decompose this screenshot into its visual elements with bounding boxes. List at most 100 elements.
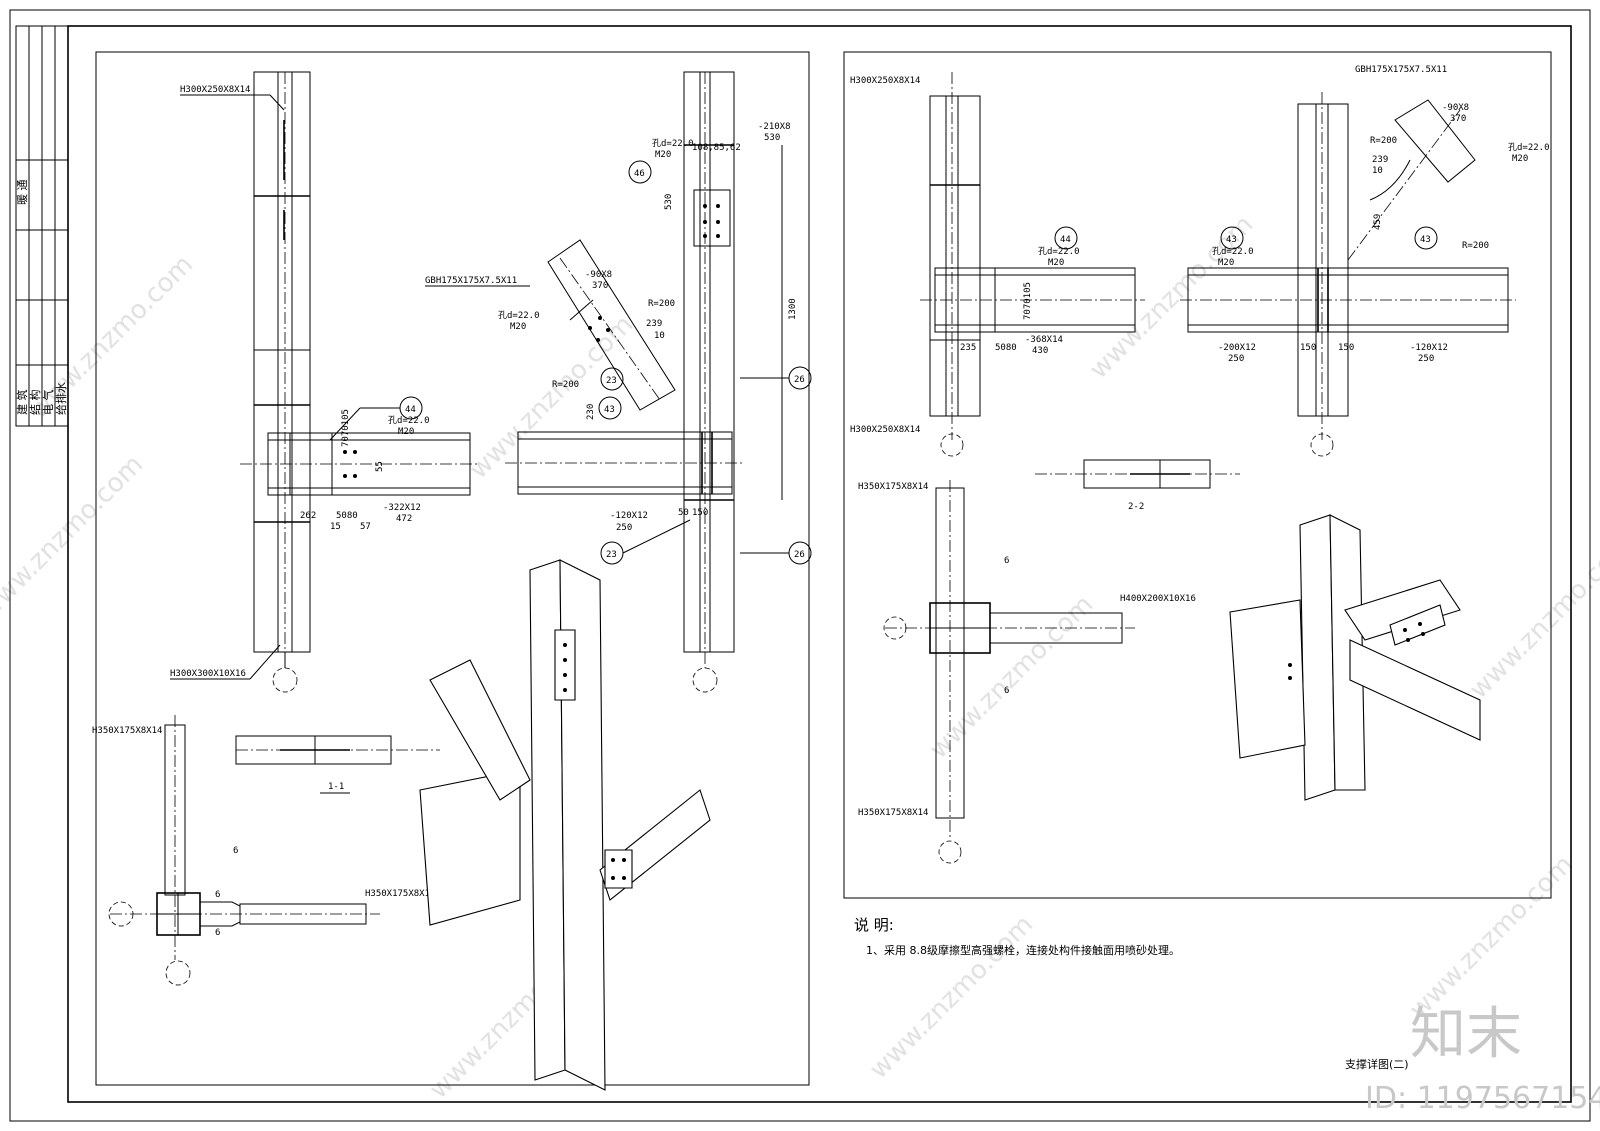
label-r200: R=200 xyxy=(648,299,675,309)
title-block-label: 电 气 xyxy=(41,390,55,416)
label-p370: 370 xyxy=(1450,114,1466,124)
column-elevation-c: H300X250X8X14 H300X250X8X14 44 孔d=22.0 M… xyxy=(850,72,1145,457)
isometric-right xyxy=(1229,514,1481,801)
left-panel xyxy=(95,51,810,1086)
callout-46 xyxy=(628,160,652,184)
dim-text: 239 xyxy=(1372,155,1388,165)
svg-text:43: 43 xyxy=(1420,235,1431,245)
label-hole: 孔d=22.0 xyxy=(652,138,694,149)
label-h350: H350X175X8X14 xyxy=(858,482,928,492)
section-2-2-label: 2-2 xyxy=(1128,502,1144,512)
svg-text:26: 26 xyxy=(794,375,805,385)
section-1-1-label: 1-1 xyxy=(328,782,344,792)
callout-44 xyxy=(1054,226,1078,250)
dim-text: 262 xyxy=(300,511,316,521)
callout-43 xyxy=(1220,226,1244,250)
dim-text: 55 xyxy=(375,461,385,472)
label-p368: -368X14 xyxy=(1025,335,1063,345)
weld-size: 6 xyxy=(215,890,220,900)
dim-text: 50 xyxy=(678,508,689,518)
label-m20: M20 xyxy=(1512,154,1528,164)
dim-text: 108,85,62 xyxy=(692,143,741,153)
watermark-logo: 知末 xyxy=(1410,1002,1522,1067)
callout-43 xyxy=(1414,226,1438,250)
label-h350: H350X175X8X14 xyxy=(858,808,928,818)
weld-size: 6 xyxy=(215,928,220,938)
label-hole: 孔d=22.0 xyxy=(1508,142,1550,153)
svg-text:43: 43 xyxy=(1226,235,1237,245)
watermark-text: www.znzmo.com xyxy=(1464,530,1600,705)
plan-view-right: H350X175X8X14 H350X175X8X14 H400X200X10X… xyxy=(858,480,1196,864)
dim-text: 150 xyxy=(1300,343,1316,353)
svg-text:26: 26 xyxy=(794,550,805,560)
label-p120: -120X12 xyxy=(1410,343,1448,353)
label-p90: -90X8 xyxy=(1442,103,1469,113)
label-m20: M20 xyxy=(1048,258,1064,268)
watermark-text: www.znzmo.com xyxy=(0,450,149,625)
label-m20: M20 xyxy=(398,427,414,437)
svg-text:44: 44 xyxy=(405,405,416,415)
dim-text: 239 xyxy=(646,319,662,329)
label-gbh: GBH175X175X7.5X11 xyxy=(1355,65,1447,75)
notes-heading: 说 明: xyxy=(854,916,894,934)
svg-text:23: 23 xyxy=(606,376,617,386)
svg-text:44: 44 xyxy=(1060,235,1071,245)
label-m20: M20 xyxy=(1218,258,1234,268)
dim-text: 15 xyxy=(330,522,341,532)
label-p120: -120X12 xyxy=(610,511,648,521)
label-h300-250: H300X250X8X14 xyxy=(850,76,920,86)
label-r200: R=200 xyxy=(1370,136,1397,146)
watermark-text: www.znzmo.com xyxy=(1404,850,1579,1025)
watermark-id: ID: 1197567154 xyxy=(1365,1081,1600,1116)
right-panel xyxy=(843,51,1552,899)
label-p90: -90X8 xyxy=(585,270,612,280)
label-m20: M20 xyxy=(510,322,526,332)
inner-border xyxy=(67,25,1572,1103)
label-p250: 250 xyxy=(1418,354,1434,364)
label-p250: 250 xyxy=(616,523,632,533)
title-block: 暖 通 建 筑 结 构 电 气 给排水 xyxy=(15,25,69,427)
label-p322: -322X12 xyxy=(383,503,421,513)
label-p200: -200X12 xyxy=(1218,343,1256,353)
svg-text:43: 43 xyxy=(604,405,615,415)
label-hole: 孔d=22.0 xyxy=(1038,246,1080,257)
dim-text: 235 xyxy=(960,343,976,353)
svg-text:23: 23 xyxy=(606,550,617,560)
dim-text: 5080 xyxy=(995,343,1017,353)
column-elevation-a: H300X250X8X14 H300X300X10X16 44 孔d=22.0 … xyxy=(170,71,480,693)
label-p210: -210X8 xyxy=(758,122,791,132)
section-2-2: 2-2 xyxy=(1035,459,1240,512)
weld-size: 6 xyxy=(1004,686,1009,696)
label-h300-250: H300X250X8X14 xyxy=(850,425,920,435)
dim-text: 530 xyxy=(664,194,674,210)
label-hole: 孔d=22.0 xyxy=(1212,246,1254,257)
label-m20: M20 xyxy=(655,150,671,160)
label-hole: 孔d=22.0 xyxy=(498,310,540,321)
label-h350: H350X175X8X14 xyxy=(92,726,162,736)
column-elevation-b: GBH175X175X7.5X11 -90X8 370 R=200 孔d=22.… xyxy=(425,71,812,693)
watermark-text: www.znzmo.com xyxy=(864,910,1039,1085)
isometric-left xyxy=(419,559,711,1091)
callout-43 xyxy=(600,367,624,391)
label-h300-250: H300X250X8X14 xyxy=(180,85,250,95)
label-h350: H350X175X8X14 xyxy=(365,889,435,899)
dim-text: 459 xyxy=(1373,214,1383,230)
title-block-label: 建 筑 xyxy=(15,390,29,416)
dim-text: 150 xyxy=(692,508,708,518)
dim-text: 10 xyxy=(1372,166,1383,176)
title-block-label: 结 构 xyxy=(28,390,42,416)
label-p370: 370 xyxy=(592,281,608,291)
dim-text: 1300 xyxy=(788,298,798,320)
label-h300-300: H300X300X10X16 xyxy=(170,669,246,679)
dim-text: 150 xyxy=(1338,343,1354,353)
label-h400: H400X200X10X16 xyxy=(1120,594,1196,604)
label-p250: 250 xyxy=(1228,354,1244,364)
dim-text: 7070105 xyxy=(341,409,351,447)
title-block-label: 暖 通 xyxy=(16,180,29,206)
weld-size: 6 xyxy=(233,846,238,856)
label-r200: R=200 xyxy=(552,380,579,390)
label-hole: 孔d=22.0 xyxy=(388,415,430,426)
dim-text: 230 xyxy=(586,404,596,420)
